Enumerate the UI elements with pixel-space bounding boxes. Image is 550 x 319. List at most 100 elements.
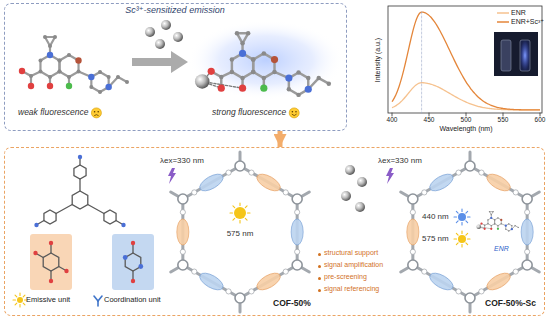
illustration-part bbox=[15, 295, 17, 297]
illustration-part bbox=[525, 210, 530, 215]
illustration-part bbox=[468, 216, 471, 217]
illustration-part bbox=[235, 31, 239, 35]
illustration-part bbox=[116, 75, 120, 79]
illustration-part bbox=[121, 223, 125, 227]
happy-face-icon bbox=[289, 108, 299, 118]
illustration-part bbox=[262, 76, 266, 80]
illustration-part bbox=[125, 80, 129, 84]
sc-ion bbox=[357, 177, 367, 187]
illustration-part bbox=[508, 223, 509, 224]
illustration-part bbox=[295, 111, 297, 113]
illustration-part bbox=[197, 171, 226, 194]
illustration-part bbox=[285, 74, 292, 81]
illustration-part bbox=[515, 226, 518, 228]
illustration-part bbox=[17, 297, 23, 303]
illustration-part bbox=[490, 228, 492, 230]
illustration-part bbox=[296, 70, 300, 74]
illustration-part bbox=[522, 194, 532, 204]
bullet-dot bbox=[318, 253, 321, 256]
illustration-part bbox=[494, 223, 495, 224]
illustration-part bbox=[491, 214, 492, 215]
coordination-icon bbox=[94, 296, 102, 306]
illustration-part bbox=[240, 265, 297, 298]
illustration-part bbox=[47, 52, 53, 58]
flow-arrow bbox=[278, 131, 283, 147]
sc-ion bbox=[341, 191, 351, 201]
illustration-part bbox=[289, 108, 299, 118]
illustration-part bbox=[465, 161, 475, 171]
illustration-part bbox=[292, 194, 302, 204]
illustration-part bbox=[505, 225, 507, 227]
illustration-part bbox=[251, 57, 255, 61]
molecule-model bbox=[19, 35, 129, 94]
illustration-part bbox=[78, 155, 82, 159]
process-arrow bbox=[132, 51, 188, 73]
benzene-ring bbox=[43, 253, 59, 271]
illustration-part bbox=[260, 85, 267, 92]
illustration-part bbox=[183, 166, 240, 199]
illustration-part bbox=[506, 229, 509, 231]
illustration-part bbox=[422, 269, 427, 274]
molecule-model bbox=[476, 211, 519, 232]
emission-icon bbox=[230, 203, 250, 223]
unit-label: Coordination unit bbox=[104, 296, 161, 305]
illustration-part bbox=[38, 70, 42, 74]
illustration-part bbox=[226, 289, 231, 294]
cof-framework: λex=330 nm575 nmCOF-50% bbox=[156, 152, 326, 314]
illustration-part bbox=[511, 228, 512, 229]
benzene-ring bbox=[104, 210, 116, 224]
illustration-part bbox=[466, 221, 468, 223]
illustration-part bbox=[514, 225, 515, 226]
illustration-part bbox=[195, 74, 210, 89]
illustration-part bbox=[249, 289, 254, 294]
bullet-dot bbox=[318, 265, 321, 268]
illustration-part bbox=[461, 209, 462, 212]
illustration-part bbox=[233, 206, 235, 208]
illustration-part bbox=[98, 296, 102, 301]
benzene-ring bbox=[44, 210, 56, 224]
bottom-panel: structural supportsignal amplificationpr… bbox=[4, 147, 545, 316]
illustration-part bbox=[183, 265, 240, 298]
emissive-unit-box bbox=[30, 234, 72, 290]
emission-icon bbox=[454, 231, 470, 247]
emission-label: 575 nm bbox=[422, 234, 449, 243]
illustration-part bbox=[240, 166, 297, 199]
illustration-part bbox=[91, 108, 101, 118]
illustration-part bbox=[89, 85, 93, 89]
tick-label: 550 bbox=[498, 116, 509, 123]
illustration-part bbox=[249, 170, 254, 175]
illustration-part bbox=[513, 269, 518, 274]
illustration-part bbox=[470, 265, 527, 298]
illustration-part bbox=[494, 220, 495, 224]
illustration-part bbox=[497, 217, 498, 218]
benzene-ring bbox=[74, 165, 86, 179]
illustration-part bbox=[509, 224, 512, 226]
illustration-part bbox=[132, 271, 133, 279]
illustration-part bbox=[306, 76, 310, 80]
state-caption: strong fluorescence bbox=[212, 108, 286, 118]
bullet-text: signal referencing bbox=[324, 285, 379, 293]
illustration-part bbox=[28, 83, 34, 89]
illustration-part bbox=[239, 203, 240, 206]
illustration-part bbox=[123, 255, 128, 260]
illustration-part bbox=[484, 228, 486, 230]
bullet-text: structural support bbox=[324, 249, 378, 257]
illustration-part bbox=[38, 59, 42, 63]
cof-network bbox=[171, 152, 310, 312]
illustration-part bbox=[246, 31, 250, 35]
legend-entry: ENR bbox=[497, 9, 526, 17]
illustration-part bbox=[495, 218, 498, 220]
illustration-part bbox=[94, 115, 98, 116]
illustration-part bbox=[245, 206, 247, 208]
unit-label: Emissive unit bbox=[26, 296, 70, 305]
illustration-part bbox=[88, 205, 104, 214]
analyte-name: ENR bbox=[494, 245, 509, 253]
illustration-part bbox=[218, 85, 225, 92]
bullet-dot bbox=[318, 289, 321, 292]
legend-line-sample bbox=[497, 19, 509, 25]
emission-icon bbox=[13, 293, 27, 307]
illustration-part bbox=[235, 161, 245, 171]
illustration-part bbox=[410, 210, 415, 215]
illustration-part bbox=[505, 228, 506, 229]
